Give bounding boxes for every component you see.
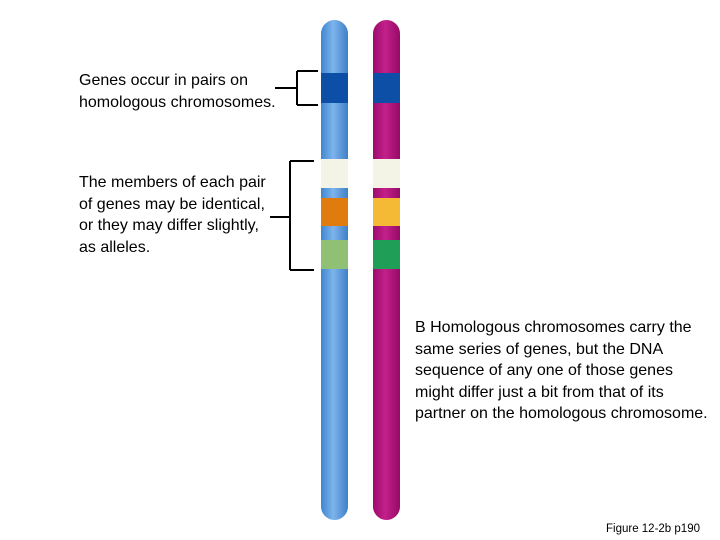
gene-band-3-right	[373, 198, 400, 226]
chromosome-left	[321, 20, 348, 520]
annotation-genes-in-pairs: Genes occur in pairs on homologous chrom…	[79, 70, 279, 113]
bracket-top	[275, 71, 318, 105]
figure-caption: Figure 12-2b p190	[606, 522, 700, 536]
annotation-panel-b: B Homologous chromosomes carry the same …	[415, 317, 715, 425]
gene-band-2-left	[321, 159, 348, 188]
annotation-alleles: The members of each pair of genes may be…	[79, 172, 279, 258]
chromosome-right	[373, 20, 400, 520]
gene-band-1-right	[373, 73, 400, 103]
gene-band-1-left	[321, 73, 348, 103]
gene-band-3-left	[321, 198, 348, 226]
gene-band-2-right	[373, 159, 400, 188]
gene-band-4-left	[321, 240, 348, 269]
gene-band-4-right	[373, 240, 400, 269]
